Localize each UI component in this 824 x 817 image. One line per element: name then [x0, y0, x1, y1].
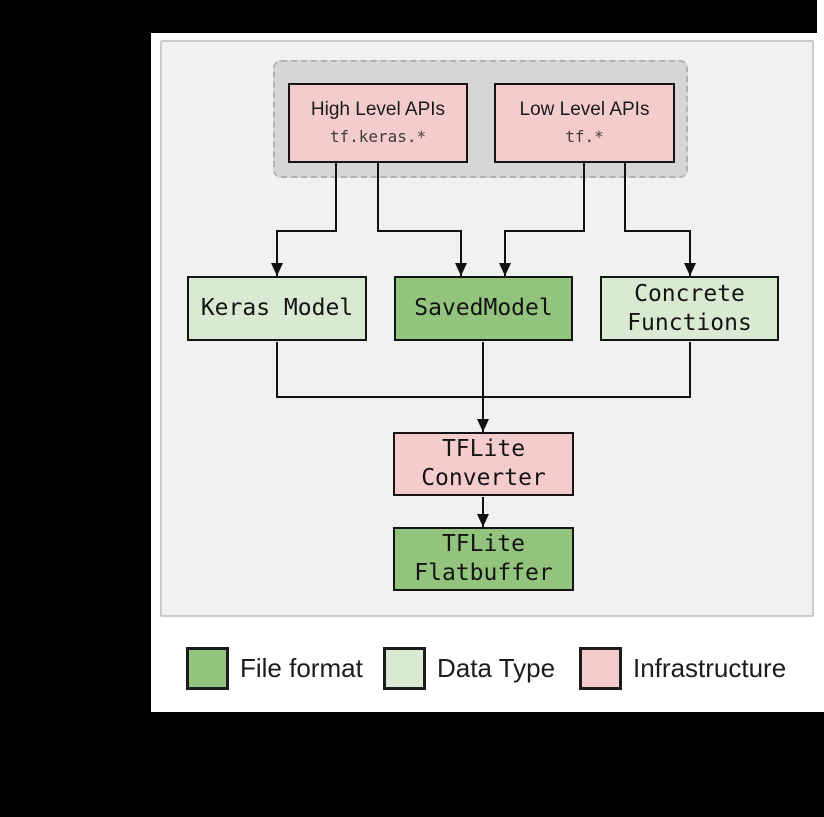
node-tflite-flatbuffer: TFLite Flatbuffer	[393, 527, 574, 591]
legend-item-file-format: File format	[186, 645, 363, 692]
node-keras-model: Keras Model	[187, 276, 367, 341]
right-edge-strip	[817, 0, 824, 33]
arrow-low-to-savedmodel	[499, 162, 585, 276]
node-low-level-apis: Low Level APIs tf.*	[494, 83, 675, 163]
high-level-apis-code: tf.keras.*	[329, 126, 427, 146]
tflite-converter-label: TFLite Converter	[421, 436, 546, 491]
legend-item-infrastructure: Infrastructure	[579, 645, 786, 692]
legend-item-data-type: Data Type	[383, 645, 555, 692]
node-saved-model: SavedModel	[394, 276, 573, 341]
figure-panel: High Level APIs tf.keras.* Low Level API…	[151, 33, 824, 712]
low-level-apis-title: Low Level APIs	[519, 98, 650, 120]
connector-lines	[271, 162, 696, 527]
concrete-functions-label: Concrete Functions	[627, 280, 752, 336]
data-type-label: Data Type	[437, 653, 556, 683]
tflite-flatbuffer-label: TFLite Flatbuffer	[414, 531, 553, 586]
node-high-level-apis: High Level APIs tf.keras.*	[288, 83, 468, 163]
node-concrete-functions: Concrete Functions	[600, 276, 779, 341]
infrastructure-label: Infrastructure	[633, 653, 787, 683]
keras-model-label: Keras Model	[200, 295, 354, 321]
workflow-diagram: High Level APIs tf.keras.* Low Level API…	[160, 40, 814, 617]
arrow-high-to-savedmodel	[377, 162, 467, 276]
file-format-swatch	[186, 647, 229, 690]
low-level-apis-code: tf.*	[565, 126, 604, 146]
saved-model-label: SavedModel	[414, 295, 553, 321]
arrow-high-to-keras	[271, 162, 337, 276]
node-tflite-converter: TFLite Converter	[393, 432, 574, 496]
high-level-apis-title: High Level APIs	[310, 98, 446, 120]
data-type-swatch	[383, 647, 426, 690]
infrastructure-swatch	[579, 647, 622, 690]
file-format-label: File format	[240, 653, 363, 683]
arrow-low-to-concrete	[624, 162, 696, 276]
